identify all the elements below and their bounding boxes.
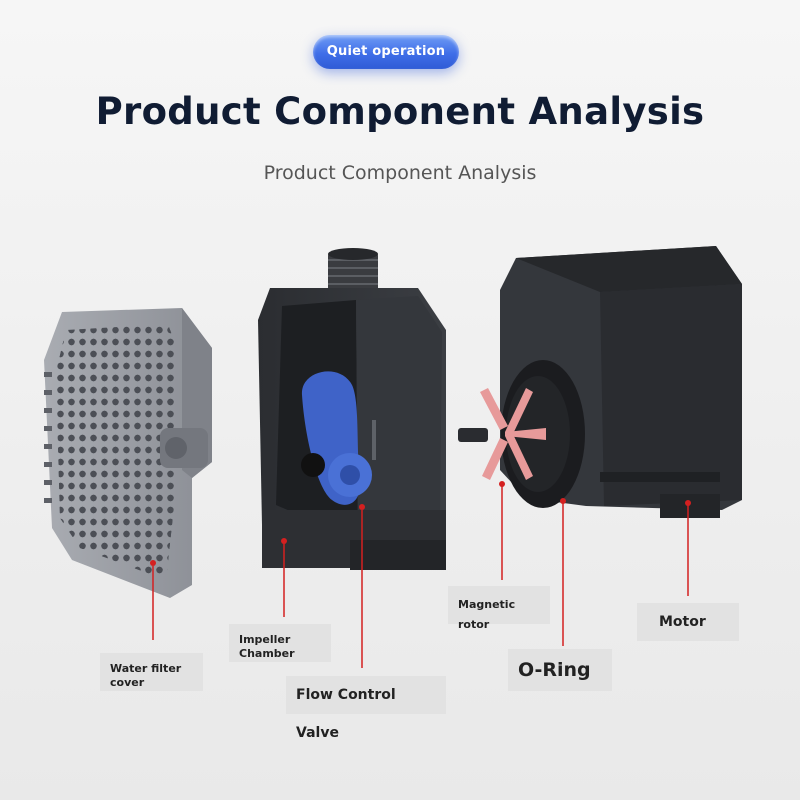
motor-label: Motor (637, 603, 739, 641)
impeller-chamber-illustration (258, 248, 446, 570)
pointer-dots (150, 481, 691, 566)
pointer-lines (152, 484, 689, 668)
magnetic-rotor-label: Magnetic rotor (448, 586, 550, 631)
page-title: Product Component Analysis (95, 90, 705, 133)
o-ring-label: O-Ring (508, 649, 612, 691)
water-filter-cover-illustration (44, 308, 212, 598)
page-subtitle: Product Component Analysis (263, 162, 537, 184)
motor-illustration (458, 246, 742, 518)
quiet-operation-badge: Quiet operation (313, 35, 459, 69)
water-filter-cover-label: Water filter cover (100, 653, 203, 691)
flow-control-valve-label: Flow Control Valve (286, 676, 446, 741)
impeller-chamber-label: Impeller Chamber (229, 624, 331, 662)
